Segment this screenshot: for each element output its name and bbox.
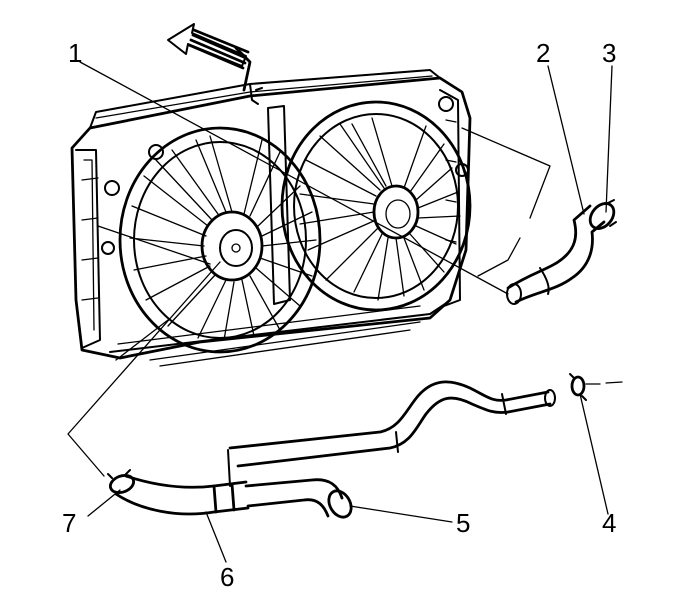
callout-6: 6 — [220, 562, 234, 592]
hose-clamp-icon — [569, 373, 587, 401]
lower-radiator-hose — [107, 373, 623, 519]
callout-4: 4 — [602, 508, 616, 538]
hose-clamp-icon — [107, 469, 136, 494]
cooling-fan-icon — [280, 100, 472, 312]
hose-clamp-icon — [588, 199, 617, 230]
callout-3: 3 — [602, 38, 616, 68]
callout-7: 7 — [62, 508, 76, 538]
callout-5: 5 — [456, 508, 470, 538]
callout-2: 2 — [536, 38, 550, 68]
callout-labels: 1 2 3 4 5 6 7 — [62, 38, 616, 592]
cooling-fan-icon — [118, 126, 322, 354]
upper-radiator-hose — [506, 199, 617, 305]
leader-lines — [67, 61, 613, 563]
callout-1: 1 — [68, 38, 82, 68]
radiator-assembly — [70, 69, 472, 367]
direction-arrow-icon — [167, 23, 252, 92]
